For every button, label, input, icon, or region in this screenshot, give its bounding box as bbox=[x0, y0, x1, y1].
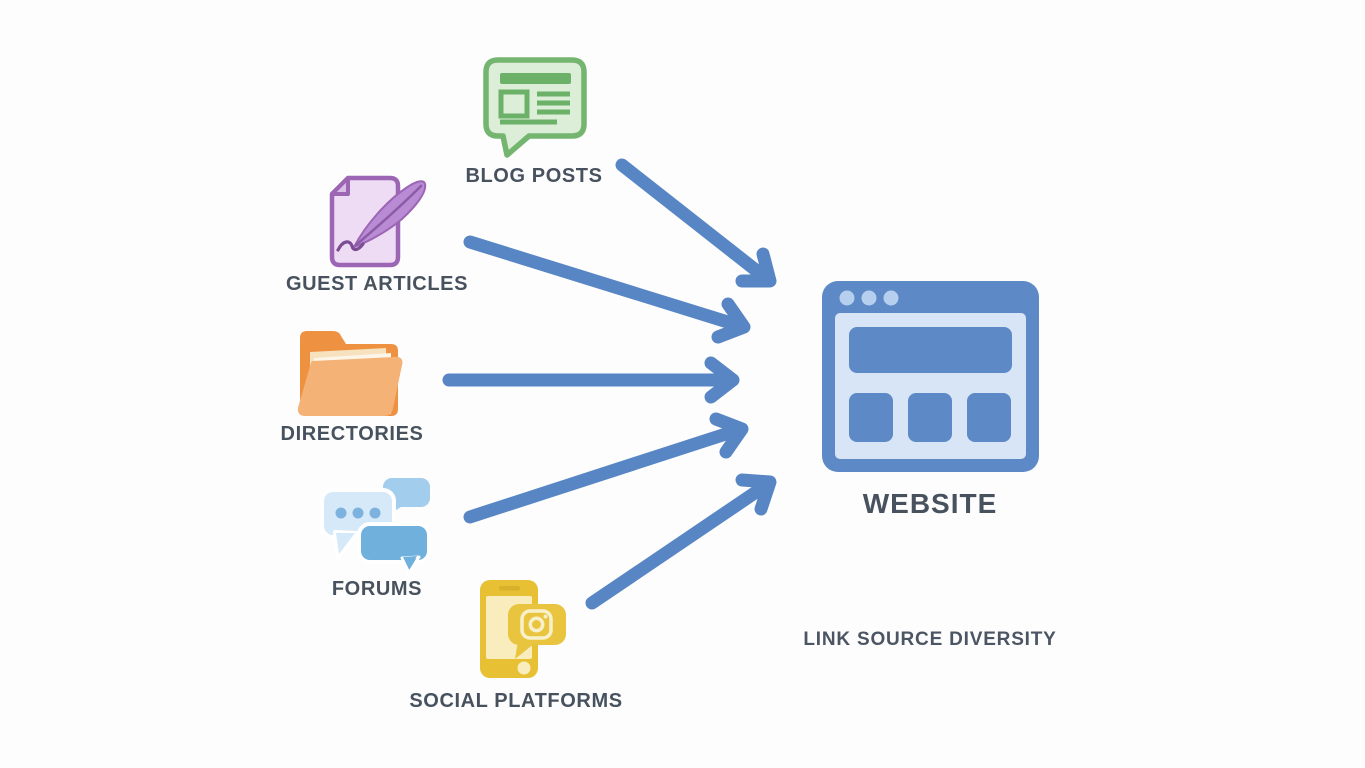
instagram-bubble bbox=[508, 604, 566, 659]
directories-label: DIRECTORIES bbox=[280, 423, 424, 445]
blog-posts-label: BLOG POSTS bbox=[465, 165, 603, 187]
browser-window-icon bbox=[822, 281, 1039, 472]
arrow-guest-articles-to-website bbox=[463, 235, 751, 344]
social-platforms-label: SOCIAL PLATFORMS bbox=[409, 690, 623, 712]
smartphone-social-icon bbox=[480, 580, 566, 678]
arrow-blog-posts-to-website bbox=[615, 158, 777, 288]
arrow-forums-to-website bbox=[463, 412, 749, 524]
open-folder-icon bbox=[297, 331, 403, 416]
document-quill-icon bbox=[329, 175, 427, 268]
forums-label: FORUMS bbox=[331, 578, 423, 600]
forum-front-bubble bbox=[357, 522, 431, 575]
arrow-directories-to-website bbox=[442, 356, 740, 404]
article-speech-bubble-icon bbox=[483, 57, 587, 158]
diagram-caption: LINK SOURCE DIVERSITY bbox=[803, 629, 1057, 650]
chat-bubbles-icon bbox=[320, 478, 431, 575]
website-label: WEBSITE bbox=[862, 488, 998, 519]
guest-articles-label: GUEST ARTICLES bbox=[285, 273, 469, 295]
arrow-social-platforms-to-website bbox=[585, 473, 777, 610]
